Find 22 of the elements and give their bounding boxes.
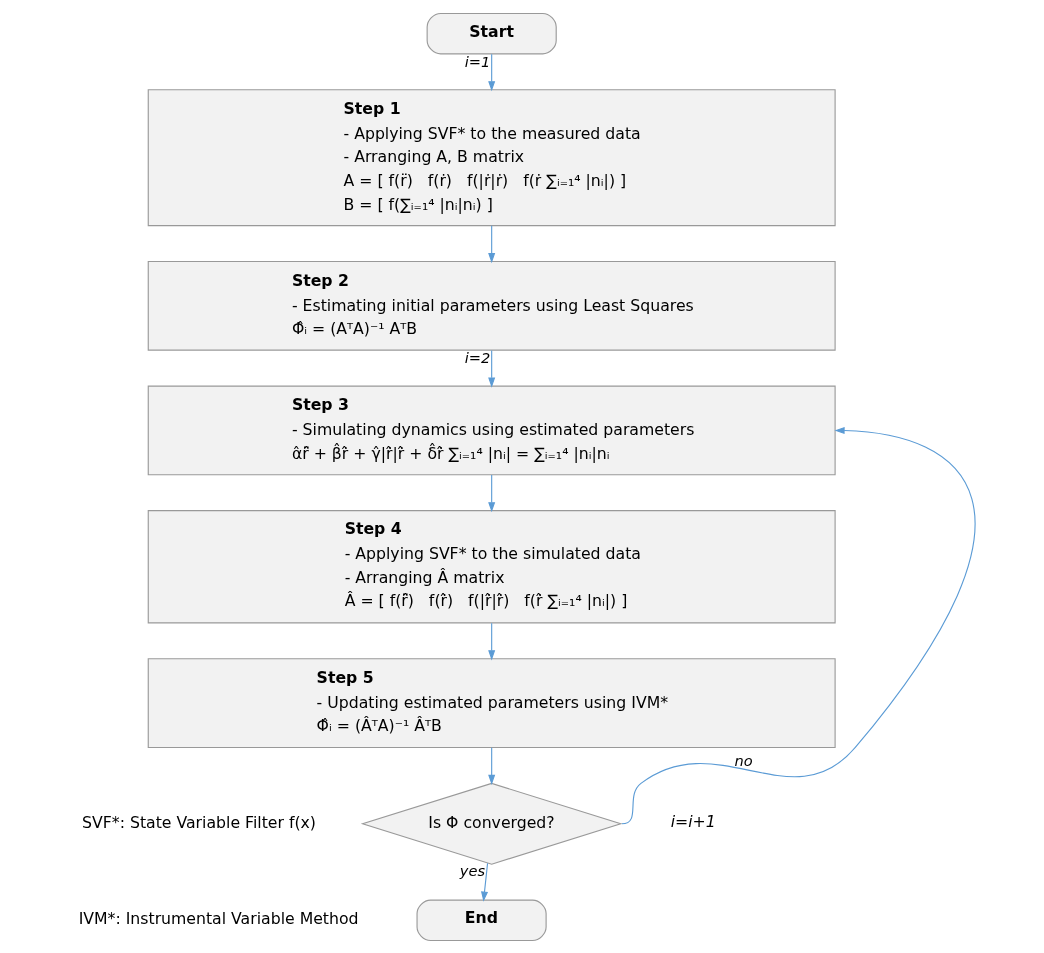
arrow xyxy=(620,426,976,824)
arrow xyxy=(487,746,495,785)
label: i=i+1 xyxy=(670,811,716,831)
node-diamond: Is Φ converged? xyxy=(360,782,623,865)
label: SVF*: State Variable Filter f(x) xyxy=(81,812,316,832)
arrow xyxy=(487,622,495,660)
arrow xyxy=(487,224,495,263)
node-box: Step 3 - Simulating dynamics using estimated parameters α̂r̈̂ + β̂ṙ̂ + γ̂|ṙ̂|ṙ̂ + δ̂ṙ̂ ∑ᵢ₌₁⁴ |nᵢ| = ∑ᵢ₌₁⁴ |nᵢ|nᵢ xyxy=(147,385,836,475)
edge-label: i=2 xyxy=(464,348,490,366)
arrow xyxy=(487,53,495,91)
edge-label: no xyxy=(734,751,753,769)
node-box: Start xyxy=(426,12,557,54)
node-box: End xyxy=(416,899,547,941)
edge-label: i=1 xyxy=(464,52,490,70)
arrow xyxy=(487,349,495,388)
node-box: Step 1 - Applying SVF* to the measured data - Arranging A, B matrix A = [ f(r̈) f(ṙ) f(|ṙ|ṙ) f(ṙ ∑ᵢ₌₁⁴ |nᵢ|) ] B = [ f(∑ᵢ₌₁⁴ |nᵢ|nᵢ) ] xyxy=(147,88,836,226)
node-box: Step 4 - Applying SVF* to the simulated data - Arranging Â matrix Â = [ f(r̈̂) f(ṙ̂) f(|ṙ̂|ṙ̂) f(ṙ̂ ∑ᵢ₌₁⁴ |nᵢ|) ] xyxy=(147,509,836,623)
arrow xyxy=(487,474,495,512)
node-box: Step 2 - Estimating initial parameters using Least Squares Φ̂ᵢ = (AᵀA)⁻¹ AᵀB xyxy=(147,260,836,351)
arrow xyxy=(480,862,488,902)
node-box: Step 5 - Updating estimated parameters using IVM* Φ̂ᵢ = (ÂᵀA)⁻¹ ÂᵀB xyxy=(147,657,836,748)
label: IVM*: Instrumental Variable Method xyxy=(78,908,359,928)
